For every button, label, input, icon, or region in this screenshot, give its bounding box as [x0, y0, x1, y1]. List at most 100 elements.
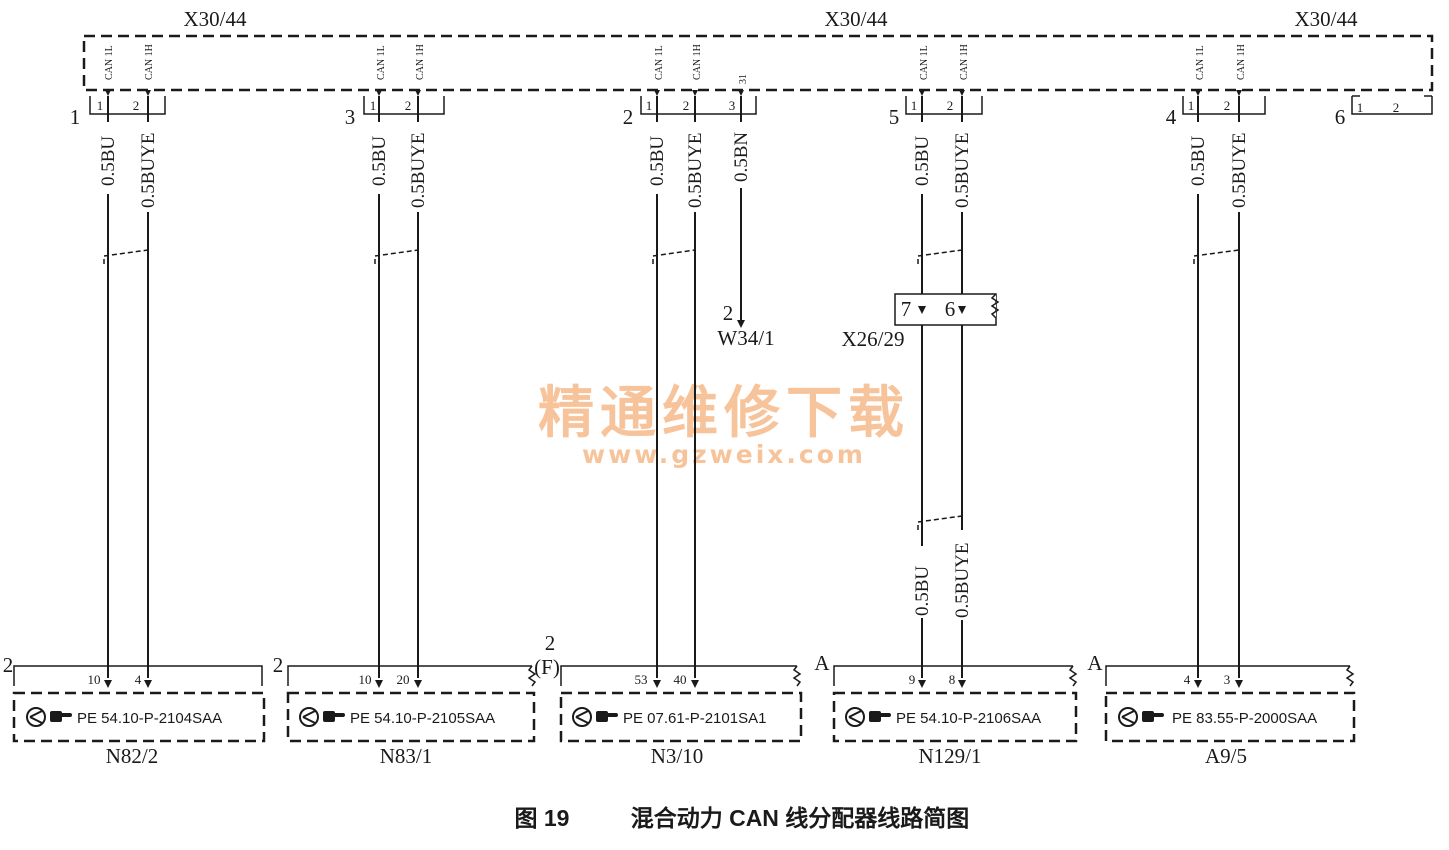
- pointing-hand-icon: [1142, 711, 1164, 722]
- connector-number: 2: [623, 105, 634, 129]
- branch-n129-1: 5 1 2 CAN 1L CAN 1H 0.5BU 0.5BUYE 7 6 X2…: [814, 44, 1078, 768]
- module-pin-low: 10: [88, 672, 101, 687]
- module-box: [1104, 691, 1356, 743]
- distributor-label-left: X30/44: [184, 7, 248, 31]
- distributor-label-center: X30/44: [825, 7, 889, 31]
- module-prefix: 2: [545, 631, 556, 655]
- module-name: N3/10: [651, 744, 704, 768]
- pin-low-top: 1: [97, 98, 104, 113]
- module-pin-high: 4: [135, 672, 142, 687]
- distributor-label-right: X30/44: [1295, 7, 1359, 31]
- spare-pin-2: 2: [1393, 100, 1400, 115]
- module-pin-low: 9: [909, 672, 916, 687]
- wire-label-low: 0.5BU: [647, 136, 668, 186]
- spare-connector-6: 6 1 2: [1335, 95, 1433, 129]
- module-pin-high: 3: [1224, 672, 1231, 687]
- spare-pin-1: 1: [1357, 100, 1364, 115]
- connector-number: 1: [70, 105, 81, 129]
- module-pin-low: 53: [635, 672, 648, 687]
- module-name: A9/5: [1205, 744, 1247, 768]
- wire-label-high: 0.5BUYE: [1229, 133, 1250, 208]
- figure-title: 混合动力 CAN 线分配器线路简图: [631, 805, 970, 831]
- wire-label-low: 0.5BU: [98, 136, 119, 186]
- wire-label-low: 0.5BU: [369, 136, 390, 186]
- can-low-pin-label: CAN 1L: [104, 45, 115, 80]
- can-low-pin-label: CAN 1L: [919, 45, 930, 80]
- can-high-pin-label: CAN 1H: [415, 44, 426, 80]
- module-reference: PE 54.10-P-2104SAA: [77, 710, 222, 727]
- inline-connector-x26-29: 7 6 X26/29: [842, 293, 1000, 351]
- inline-connector-name: X26/29: [842, 327, 905, 351]
- pin-high-top: 2: [947, 98, 954, 113]
- module-pin-high: 8: [949, 672, 956, 687]
- pointing-hand-icon: [50, 711, 72, 722]
- branch-n82-2: 1 1 2 CAN 1L CAN 1H 0.5BU 0.5BUYE 2 10 4…: [3, 44, 266, 768]
- ecu-symbol-icon: [26, 707, 46, 727]
- branch-n3-10: 2 1 2 3 CAN 1L CAN 1H 31 0.5BU 0.5BUYE 0…: [534, 44, 803, 768]
- wire-label-high: 0.5BUYE: [138, 133, 159, 208]
- module-pin-low: 10: [359, 672, 372, 687]
- connector-number: 5: [889, 105, 900, 129]
- module-name: N129/1: [919, 744, 982, 768]
- wire-label-high-lower: 0.5BUYE: [952, 543, 973, 618]
- can-high-pin-label: CAN 1H: [144, 44, 155, 80]
- module-reference: PE 83.55-P-2000SAA: [1172, 710, 1317, 727]
- pin-low-top: 1: [911, 98, 918, 113]
- inline-pin-low: 7: [901, 297, 912, 321]
- pointing-hand-icon: [869, 711, 891, 722]
- module-pin-high: 40: [674, 672, 687, 687]
- distributor-outline: [82, 34, 1434, 92]
- inline-pin-high: 6: [945, 297, 956, 321]
- spare-connector-number: 6: [1335, 105, 1346, 129]
- pin-low-top: 1: [646, 98, 653, 113]
- module-box: [286, 691, 536, 743]
- pin-low-top: 1: [370, 98, 377, 113]
- module-name: N83/1: [380, 744, 433, 768]
- watermark-text: 精通维修下载: [538, 381, 910, 446]
- pin-high-top: 2: [405, 98, 412, 113]
- wire-label-high: 0.5BUYE: [952, 133, 973, 208]
- module-box: [559, 691, 803, 743]
- watermark-url: www.gzweix.com: [582, 440, 866, 469]
- wire-label-extra: 0.5BN: [731, 132, 752, 182]
- pin-low-top: 1: [1188, 98, 1195, 113]
- wire-label-high: 0.5BUYE: [685, 133, 706, 208]
- can-low-pin-label: CAN 1L: [1195, 45, 1206, 80]
- module-box: [12, 691, 266, 743]
- ecu-symbol-icon: [1118, 707, 1138, 727]
- watermark: 精通维修下载 www.gzweix.com: [538, 381, 910, 469]
- ecu-symbol-icon: [572, 707, 592, 727]
- module-reference: PE 54.10-P-2105SAA: [350, 710, 495, 727]
- module-pin-low: 4: [1184, 672, 1191, 687]
- pin-high-top: 2: [1224, 98, 1231, 113]
- module-prefix: A: [814, 651, 830, 675]
- can-high-pin-label: CAN 1H: [692, 44, 703, 80]
- can-low-pin-label: CAN 1L: [654, 45, 665, 80]
- pointing-hand-icon: [596, 711, 618, 722]
- connector-number: 3: [345, 105, 356, 129]
- wire-label-low: 0.5BU: [912, 136, 933, 186]
- can-high-pin-label: CAN 1H: [1236, 44, 1247, 80]
- pin-31-label: 31: [738, 74, 749, 84]
- ecu-symbol-icon: [845, 707, 865, 727]
- wire-label-low-lower: 0.5BU: [912, 566, 933, 616]
- can-high-pin-label: CAN 1H: [959, 44, 970, 80]
- pin-high-top: 2: [683, 98, 690, 113]
- figure-caption: 图 19 混合动力 CAN 线分配器线路简图: [515, 805, 970, 831]
- ground-point-name: W34/1: [717, 326, 774, 350]
- figure-number: 图 19: [515, 805, 570, 831]
- wire-label-low: 0.5BU: [1188, 136, 1209, 186]
- pin-high-top: 2: [133, 98, 140, 113]
- ground-pin: 2: [723, 301, 734, 325]
- module-reference: PE 54.10-P-2106SAA: [896, 710, 1041, 727]
- module-prefix: 2: [3, 653, 14, 677]
- connector-number: 4: [1166, 105, 1177, 129]
- pointing-hand-icon: [323, 711, 345, 722]
- can-low-pin-label: CAN 1L: [376, 45, 387, 80]
- module-prefix: A: [1087, 651, 1103, 675]
- branch-a9-5: 4 1 2 CAN 1L CAN 1H 0.5BU 0.5BUYE A 4 3 …: [1087, 44, 1356, 768]
- wire-label-high: 0.5BUYE: [408, 133, 429, 208]
- module-name: N82/2: [106, 744, 159, 768]
- module-prefix-sub: (F): [534, 655, 560, 679]
